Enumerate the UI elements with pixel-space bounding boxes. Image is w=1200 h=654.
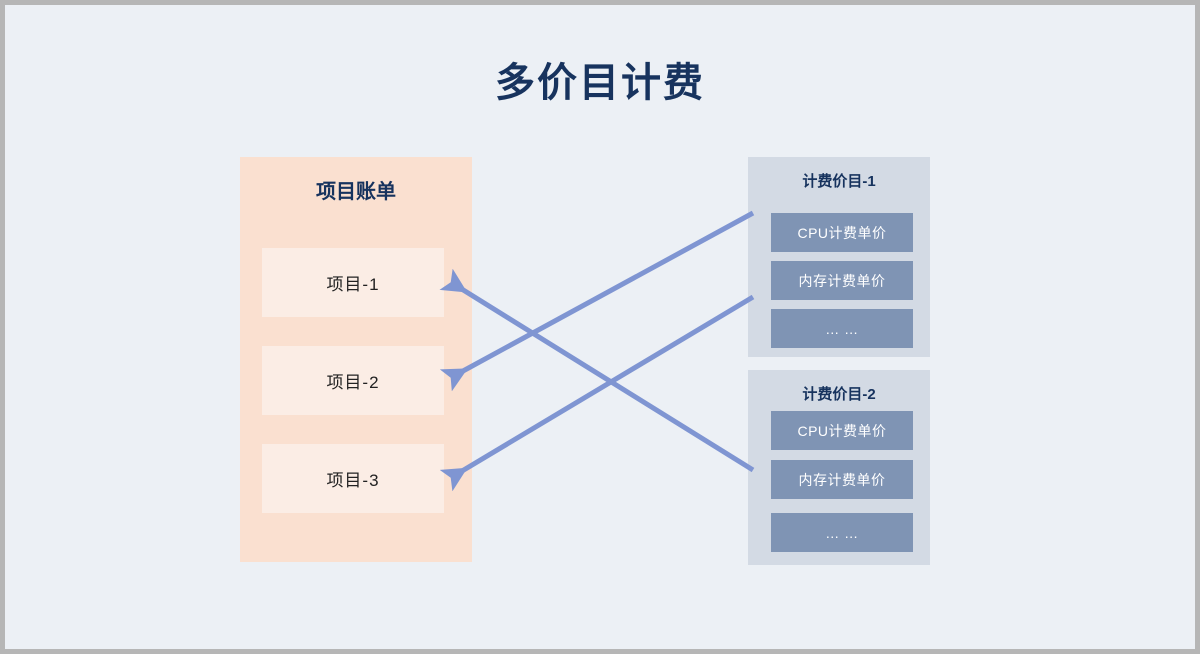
- bill-item-2[interactable]: 项目-2: [262, 346, 444, 415]
- price-panel-1-row-cpu[interactable]: CPU计费单价: [771, 213, 913, 252]
- connector-arrow-1: [439, 210, 755, 392]
- price-panel-2-heading: 计费价目-2: [802, 386, 876, 403]
- price-panel-1-row-memory[interactable]: 内存计费单价: [771, 261, 913, 300]
- connector-arrow-2: [439, 294, 755, 492]
- price-panel-1: 计费价目-1 CPU计费单价 内存计费单价 … …: [748, 157, 930, 357]
- price-panel-2-row-more[interactable]: … …: [771, 513, 913, 552]
- project-bill-heading: 项目账单: [316, 181, 396, 203]
- price-panel-1-heading: 计费价目-1: [802, 173, 876, 190]
- bill-item-3[interactable]: 项目-3: [262, 444, 444, 513]
- project-bill-panel: 项目账单 项目-1 项目-2 项目-3: [240, 157, 472, 562]
- price-panel-2-row-cpu[interactable]: CPU计费单价: [771, 411, 913, 450]
- page-title: 多价目计费: [495, 61, 705, 105]
- price-panel-1-row-more[interactable]: … …: [771, 309, 913, 348]
- diagram-canvas: 多价目计费 项目账单 项目-1 项目-2 项目-3 计费价目-1 CPU计费单价…: [5, 5, 1195, 649]
- price-panel-2-row-memory[interactable]: 内存计费单价: [771, 460, 913, 499]
- price-panel-2: 计费价目-2 CPU计费单价 内存计费单价 … …: [748, 370, 930, 565]
- bill-item-1[interactable]: 项目-1: [262, 248, 444, 317]
- connector-arrow-3: [439, 268, 755, 473]
